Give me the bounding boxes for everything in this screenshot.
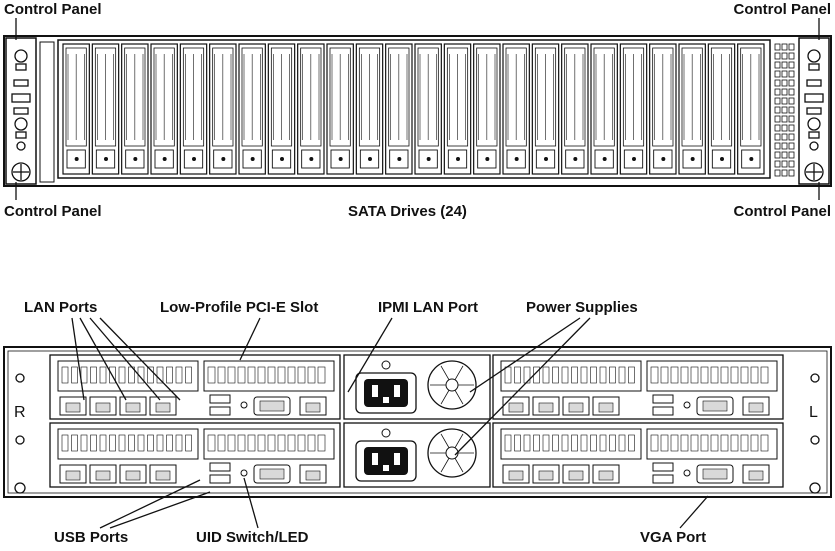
left-vent (39, 41, 55, 183)
sata-drives-label: SATA Drives (24) (348, 203, 467, 220)
drive-bay (150, 43, 178, 175)
drive-bay (91, 43, 120, 175)
power-supply (343, 422, 491, 488)
power-supply (343, 354, 491, 420)
drive-bay (678, 43, 706, 175)
drive-bay (414, 43, 442, 175)
front-control-panel-label-top-right: Control Panel (733, 1, 831, 18)
drive-bay (737, 43, 765, 175)
drive-bay (121, 43, 149, 175)
rear-side-screws (14, 373, 821, 494)
pcie-slot-label: Low-Profile PCI-E Slot (160, 299, 319, 316)
drive-bay (209, 43, 237, 175)
front-control-panel-label-bottom-left: Control Panel (4, 203, 102, 220)
drive-bay (502, 43, 530, 175)
front-control-panel-label-bottom-right: Control Panel (733, 203, 831, 220)
drive-bay (473, 43, 501, 175)
drive-bays (62, 43, 765, 175)
drive-bay (561, 43, 589, 175)
drive-bay (619, 43, 648, 175)
lan-ports-label: LAN Ports (24, 299, 98, 316)
rear-leader-lines (71, 317, 709, 529)
drive-bay (326, 43, 354, 175)
front-control-panel-label-top-left: Control Panel (4, 1, 102, 18)
ipmi-lan-port-label: IPMI LAN Port (378, 299, 478, 316)
power-supply-group (343, 354, 491, 488)
drive-bay (62, 43, 90, 175)
drive-bay (385, 43, 413, 175)
right-vent-grid (774, 43, 795, 177)
usb-ports-label: USB Ports (54, 529, 129, 546)
drive-bay (443, 43, 472, 175)
drive-bay (707, 43, 736, 175)
drive-bay (590, 43, 618, 175)
rear-letter-right: L (809, 404, 818, 421)
rear-node (49, 422, 341, 488)
front-leader-lines (15, 18, 820, 200)
drive-bay (531, 43, 560, 175)
rear-nodes (49, 354, 784, 488)
vga-port-label: VGA Port (640, 529, 707, 546)
drive-bay (355, 43, 384, 175)
drive-bay (267, 43, 296, 175)
drive-bay (649, 43, 677, 175)
left-control-panel-buttons (11, 49, 31, 182)
drive-bay (238, 43, 266, 175)
right-control-panel-buttons (804, 49, 824, 182)
drive-bay (297, 43, 325, 175)
rear-node (492, 354, 784, 420)
power-supplies-label: Power Supplies (526, 299, 638, 316)
uid-switch-label: UID Switch/LED (196, 529, 309, 546)
drive-bay (179, 43, 208, 175)
rear-node (49, 354, 341, 420)
rear-letter-left: R (14, 404, 26, 421)
rear-node (492, 422, 784, 488)
front-view (3, 18, 832, 200)
